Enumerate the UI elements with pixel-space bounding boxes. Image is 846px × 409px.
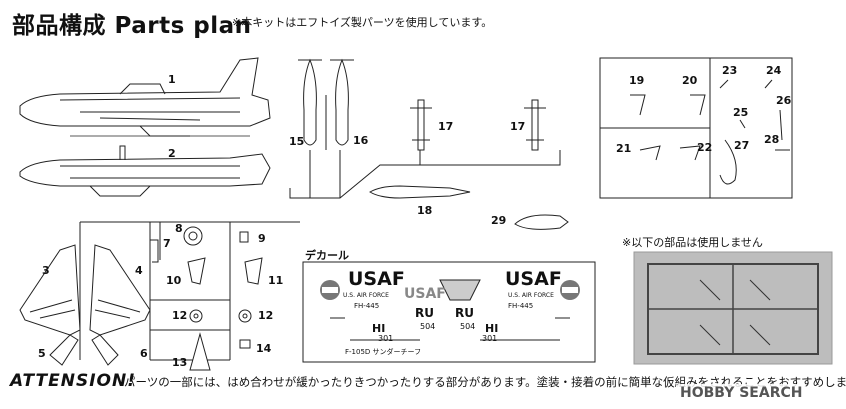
part-label: 25 bbox=[733, 106, 749, 119]
decal-usaf-center: USAF bbox=[404, 286, 446, 302]
part-label: 27 bbox=[734, 139, 750, 152]
part-7 bbox=[150, 239, 159, 263]
decal-fh-left: FH-445 bbox=[354, 302, 380, 310]
decal-serial-right: 504 bbox=[460, 322, 476, 331]
part-label: 5 bbox=[38, 347, 46, 360]
part-12b bbox=[238, 309, 252, 323]
kit-note: ※本キットはエフトイズ製パーツを使用しています。 bbox=[232, 16, 493, 29]
attension-label: ATTENSION! bbox=[10, 371, 136, 391]
drop-tank-18 bbox=[369, 185, 471, 199]
decal-serial-small-left: 301 bbox=[378, 334, 394, 343]
part-label: 18 bbox=[417, 204, 433, 217]
wing-right-4 bbox=[89, 244, 151, 336]
part-label: 9 bbox=[258, 232, 266, 245]
part-label: 3 bbox=[42, 264, 50, 277]
part-label: 6 bbox=[140, 347, 148, 360]
part-14 bbox=[239, 339, 251, 349]
canopy-29 bbox=[514, 214, 569, 230]
part-label: 16 bbox=[353, 134, 369, 147]
decal-hi-right: HI bbox=[485, 322, 499, 335]
part-label: 1 bbox=[168, 73, 176, 86]
stabilizer-6 bbox=[91, 334, 119, 366]
part-label: 20 bbox=[682, 74, 698, 87]
part-label: 8 bbox=[175, 222, 183, 235]
part-label: 17 bbox=[510, 120, 526, 133]
part-11 bbox=[244, 257, 263, 285]
part-12a bbox=[189, 309, 203, 323]
decal-ru-right: RU bbox=[455, 306, 474, 320]
decal-serial-small-right: 301 bbox=[482, 334, 498, 343]
missile-17b bbox=[531, 99, 539, 151]
part-label: 13 bbox=[172, 356, 188, 369]
sprue-frame-left bbox=[79, 221, 300, 361]
decal-serial-left: 504 bbox=[420, 322, 436, 331]
decal-usaf-left: USAF bbox=[348, 268, 405, 290]
fuel-tanks-15-16 bbox=[298, 58, 354, 150]
part-label: 19 bbox=[629, 74, 645, 87]
page-title: 部品構成 Parts plan bbox=[12, 13, 252, 39]
decal-usaf-text-right: U.S. AIR FORCE bbox=[508, 292, 554, 299]
part-label: 22 bbox=[697, 141, 713, 154]
part-label: 10 bbox=[166, 274, 182, 287]
attension-text: パーツの一部には、はめ合わせが緩かったりきつかったりする部分があります。塗装・接… bbox=[124, 375, 846, 389]
part-10 bbox=[187, 257, 206, 285]
part-13 bbox=[189, 332, 211, 371]
decal-hi-left: HI bbox=[372, 322, 386, 335]
part-label: 21 bbox=[616, 142, 632, 155]
decal-title: デカール bbox=[305, 249, 349, 262]
decal-caption: F-105D サンダーチーフ bbox=[345, 348, 422, 356]
part-label: 24 bbox=[766, 64, 782, 77]
decal-usaf-right: USAF bbox=[505, 268, 562, 290]
stabilizer-5 bbox=[49, 334, 79, 366]
fuselage-half-1 bbox=[19, 57, 271, 137]
unused-parts-note: ※以下の部品は使用しません bbox=[622, 236, 763, 249]
part-label: 26 bbox=[776, 94, 792, 107]
part-label: 7 bbox=[163, 237, 171, 250]
sprue-frame-center bbox=[289, 150, 561, 199]
decal-fh-right: FH-445 bbox=[508, 302, 534, 310]
part-label: 28 bbox=[764, 133, 780, 146]
decal-sheet bbox=[302, 261, 596, 363]
part-label: 17 bbox=[438, 120, 454, 133]
part-label: 15 bbox=[289, 135, 305, 148]
sprue-frame-right bbox=[599, 57, 793, 199]
part-label: 23 bbox=[722, 64, 738, 77]
part-8-wheel bbox=[183, 226, 203, 246]
unused-parts-sprue bbox=[633, 251, 833, 365]
part-label: 14 bbox=[256, 342, 272, 355]
wing-left-3 bbox=[19, 244, 81, 336]
decal-usaf-text-left: U.S. AIR FORCE bbox=[343, 292, 389, 299]
watermark-logo: HOBBY SEARCH bbox=[676, 384, 807, 402]
decal-ru-left: RU bbox=[415, 306, 434, 320]
part-label: 29 bbox=[491, 214, 507, 227]
part-9 bbox=[239, 231, 249, 243]
part-label: 11 bbox=[268, 274, 284, 287]
fuselage-half-2 bbox=[19, 145, 271, 197]
part-label: 4 bbox=[135, 264, 143, 277]
part-label: 12 bbox=[172, 309, 188, 322]
part-label: 2 bbox=[168, 147, 176, 160]
missile-17a bbox=[417, 99, 425, 151]
part-label: 12 bbox=[258, 309, 274, 322]
